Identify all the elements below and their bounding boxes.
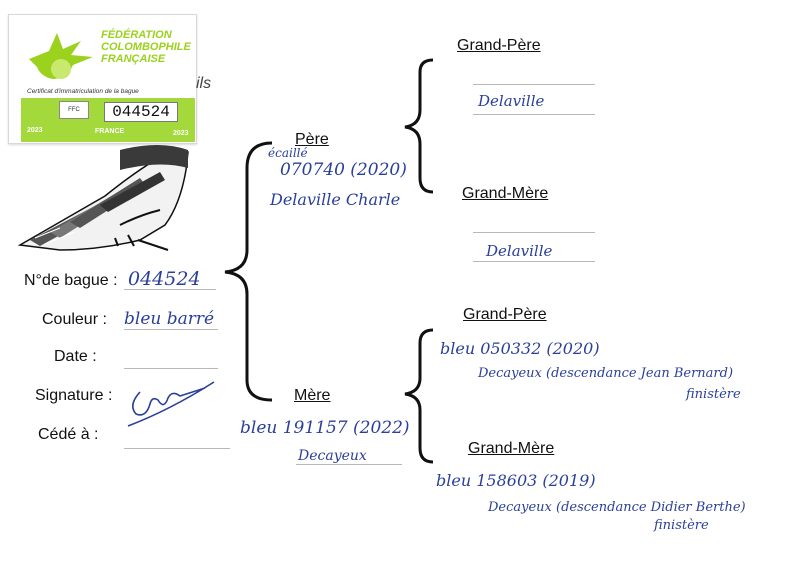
date-line bbox=[124, 368, 218, 369]
ceded-line bbox=[124, 448, 230, 449]
ring-line bbox=[124, 289, 216, 290]
org-line-3: FRANÇAISE bbox=[101, 53, 166, 65]
title-fragment: ils bbox=[196, 75, 212, 92]
pgm-line-1 bbox=[473, 232, 595, 233]
maternal-grandmother-label: Grand-Mère bbox=[468, 440, 555, 457]
maternal-grandmother-owner: Decayeux (descendance Didier Berthe) bbox=[488, 500, 746, 515]
signature-label: Signature : bbox=[35, 387, 113, 404]
father-label: Père bbox=[295, 131, 329, 148]
color-label: Couleur : bbox=[42, 311, 107, 328]
ring-value: 044524 bbox=[128, 268, 201, 290]
maternal-grandmother-ring: bleu 158603 (2019) bbox=[436, 471, 596, 490]
signature-scribble bbox=[127, 381, 215, 427]
father-ring: 070740 (2020) bbox=[280, 160, 407, 180]
ceded-label: Cédé à : bbox=[38, 426, 99, 443]
certificate-caption: Certificat d'immatriculation de la bague bbox=[27, 88, 139, 95]
father-owner: Delaville Charle bbox=[270, 190, 401, 209]
org-line-2: COLOMBOPHILE bbox=[101, 41, 191, 53]
mother-label: Mère bbox=[294, 387, 331, 404]
maternal-grandfather-label: Grand-Père bbox=[463, 306, 547, 323]
maternal-grandmother-region: finistère bbox=[654, 518, 709, 533]
pgf-line-2 bbox=[473, 114, 595, 115]
mother-owner: Decayeux bbox=[298, 448, 367, 464]
pigeon-illustration bbox=[17, 145, 189, 251]
pgf-line-1 bbox=[473, 84, 595, 85]
ring-band: FFC 044524 2023 FRANCE 2023 bbox=[21, 98, 195, 142]
paternal-grandmother-name: Delaville bbox=[486, 242, 553, 260]
ffc-logo: FFC bbox=[59, 101, 89, 119]
color-value: bleu barré bbox=[124, 309, 215, 329]
country: FRANCE bbox=[95, 128, 125, 135]
paternal-grandfather-name: Delaville bbox=[478, 92, 545, 110]
mother-line bbox=[296, 464, 402, 465]
ring-label: N°de bague : bbox=[24, 272, 118, 289]
paternal-bracket bbox=[404, 58, 434, 194]
father-color: écaillé bbox=[268, 146, 308, 160]
maternal-grandfather-ring: bleu 050332 (2020) bbox=[440, 339, 600, 358]
org-line-1: FÉDÉRATION bbox=[101, 29, 172, 41]
ring-number: 044524 bbox=[104, 102, 178, 122]
maternal-bracket bbox=[404, 328, 434, 464]
paternal-grandfather-label: Grand-Père bbox=[457, 37, 541, 54]
maternal-grandfather-owner: Decayeux (descendance Jean Bernard) bbox=[478, 366, 734, 381]
pgm-line-2 bbox=[473, 261, 595, 262]
year-right: 2023 bbox=[173, 130, 189, 137]
mother-ring: bleu 191157 (2022) bbox=[240, 418, 410, 438]
year-left: 2023 bbox=[27, 127, 43, 134]
parents-bracket bbox=[224, 141, 273, 402]
paternal-grandmother-label: Grand-Mère bbox=[462, 185, 549, 202]
federation-name: FÉDÉRATION COLOMBOPHILE FRANÇAISE bbox=[101, 29, 197, 65]
date-label: Date : bbox=[54, 348, 97, 365]
dove-logo-icon bbox=[29, 33, 93, 79]
ffc-ring-sticker: FÉDÉRATION COLOMBOPHILE FRANÇAISE Certif… bbox=[8, 14, 197, 144]
color-line bbox=[124, 329, 218, 330]
maternal-grandfather-region: finistère bbox=[686, 387, 741, 402]
